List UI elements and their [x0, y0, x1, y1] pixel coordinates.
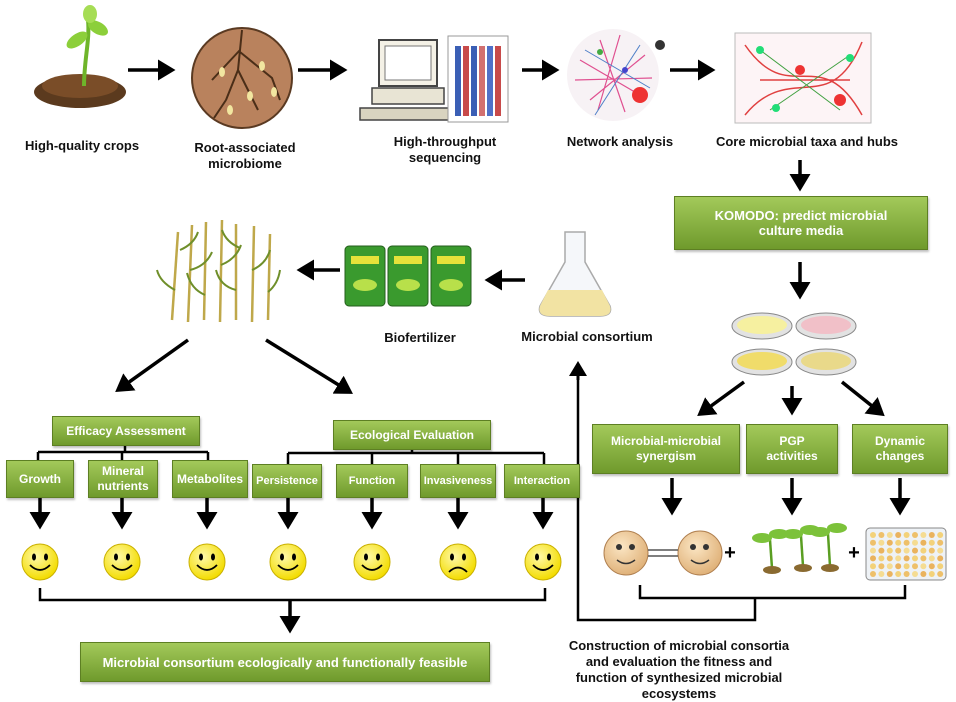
- middle-row-arrows: [115, 259, 811, 394]
- well-plate-icon: [865, 527, 947, 581]
- left-bottom-bracket: [38, 588, 547, 602]
- item-function: Function: [336, 464, 408, 498]
- label-sequencing: High-throughput sequencing: [393, 134, 497, 165]
- item-invasiveness: Invasiveness: [420, 464, 496, 498]
- root-microbiome-icon: [191, 27, 293, 129]
- face-row: [21, 543, 562, 581]
- item-interaction: Interaction: [504, 464, 580, 498]
- core-taxa-hubs-icon: [734, 32, 872, 124]
- petri-dishes-icon: [731, 312, 857, 376]
- flask-icon: [538, 231, 612, 317]
- item-metabolites: Metabolites: [172, 460, 248, 498]
- computer-sequencing-icon: [359, 35, 509, 123]
- smiley-face-icon: [188, 543, 226, 581]
- interacting-cells-icon: [603, 530, 723, 576]
- label-biofertilizer: Biofertilizer: [384, 330, 456, 345]
- smiley-face-icon: [269, 543, 307, 581]
- item-persistence: Persistence: [252, 464, 322, 498]
- network-graph-icon: [567, 29, 665, 121]
- biofertilizer-bags-icon: [344, 245, 472, 307]
- dynamic-box: Dynamic changes: [852, 424, 948, 474]
- maize-field-icon: [156, 218, 288, 326]
- right-bottom-bracket: [576, 372, 907, 622]
- label-microbial-consortium: Microbial consortium: [521, 329, 653, 344]
- smiley-face-icon: [353, 543, 391, 581]
- item-mineral-nutrients: Mineral nutrients: [88, 460, 158, 498]
- ecological-evaluation-box: Ecological Evaluation: [333, 420, 491, 450]
- seedling-soil-icon: [34, 5, 126, 108]
- left-item-arrows: [29, 498, 554, 530]
- smiley-face-icon: [524, 543, 562, 581]
- smiley-face-icon: [103, 543, 141, 581]
- item-growth: Growth: [6, 460, 74, 498]
- label-construction: Construction of microbial consortia and …: [568, 638, 790, 701]
- petri-arrows: [661, 380, 911, 516]
- pgp-box: PGP activities: [746, 424, 838, 474]
- plus-sign-2: +: [848, 542, 860, 564]
- komodo-box: KOMODO: predict microbial culture media: [674, 196, 928, 250]
- label-core-taxa: Core microbial taxa and hubs: [715, 134, 899, 149]
- feasible-consortium-box: Microbial consortium ecologically and fu…: [80, 642, 490, 682]
- smiley-face-icon: [21, 543, 59, 581]
- label-network-analysis: Network analysis: [566, 134, 674, 149]
- seedlings-icon: [752, 523, 847, 574]
- efficacy-assessment-box: Efficacy Assessment: [52, 416, 200, 446]
- left-tree-lines: [36, 446, 546, 464]
- label-root-microbiome: Root-associated microbiome: [194, 140, 296, 171]
- label-high-quality-crops: High-quality crops: [24, 138, 140, 153]
- top-row-arrows: [128, 59, 811, 192]
- plus-sign-1: +: [724, 542, 736, 564]
- synergism-box: Microbial-microbial synergism: [592, 424, 740, 474]
- sad-face-icon: [439, 543, 477, 581]
